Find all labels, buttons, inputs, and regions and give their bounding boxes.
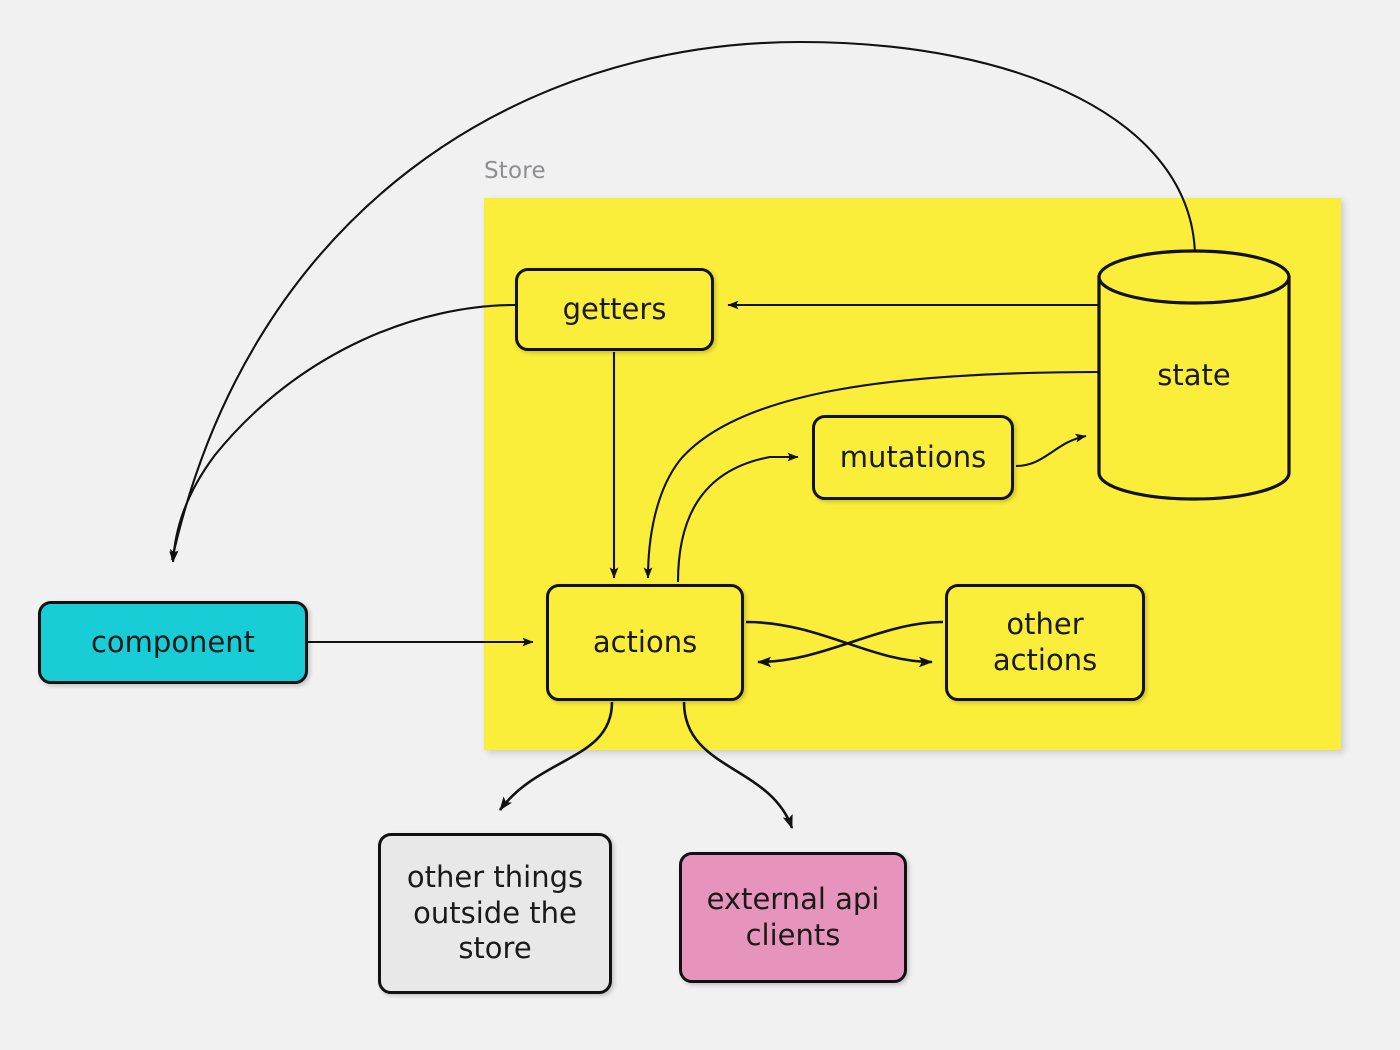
node-mutations[interactable]: mutations xyxy=(812,415,1014,500)
node-other-actions-label-line1: other xyxy=(1006,606,1084,641)
node-state[interactable]: state xyxy=(1096,249,1292,501)
cylinder-shape xyxy=(1097,249,1291,501)
node-other-things-label-line3: store xyxy=(458,931,532,966)
node-other-actions[interactable]: other actions xyxy=(945,584,1145,701)
node-external-api-label-line2: clients xyxy=(745,917,841,952)
node-other-actions-label-line2: actions xyxy=(992,642,1098,677)
node-other-things-label-line2: outside the xyxy=(413,895,577,930)
node-state-label: state xyxy=(1157,358,1231,392)
edge-getters-to-component xyxy=(169,303,516,563)
node-component[interactable]: component xyxy=(38,601,308,684)
node-getters[interactable]: getters xyxy=(515,268,714,351)
node-component-label: component xyxy=(90,624,256,659)
node-external-api-label-line1: external api xyxy=(706,881,880,916)
node-mutations-label: mutations xyxy=(839,439,987,474)
node-external-api-clients[interactable]: external api clients xyxy=(679,852,907,983)
node-other-things-outside-the-store[interactable]: other things outside the store xyxy=(378,833,612,994)
node-actions[interactable]: actions xyxy=(546,584,744,701)
node-actions-label: actions xyxy=(592,624,698,659)
store-label: Store xyxy=(484,158,546,184)
node-getters-label: getters xyxy=(562,291,667,326)
node-other-things-label-line1: other things xyxy=(406,859,584,894)
